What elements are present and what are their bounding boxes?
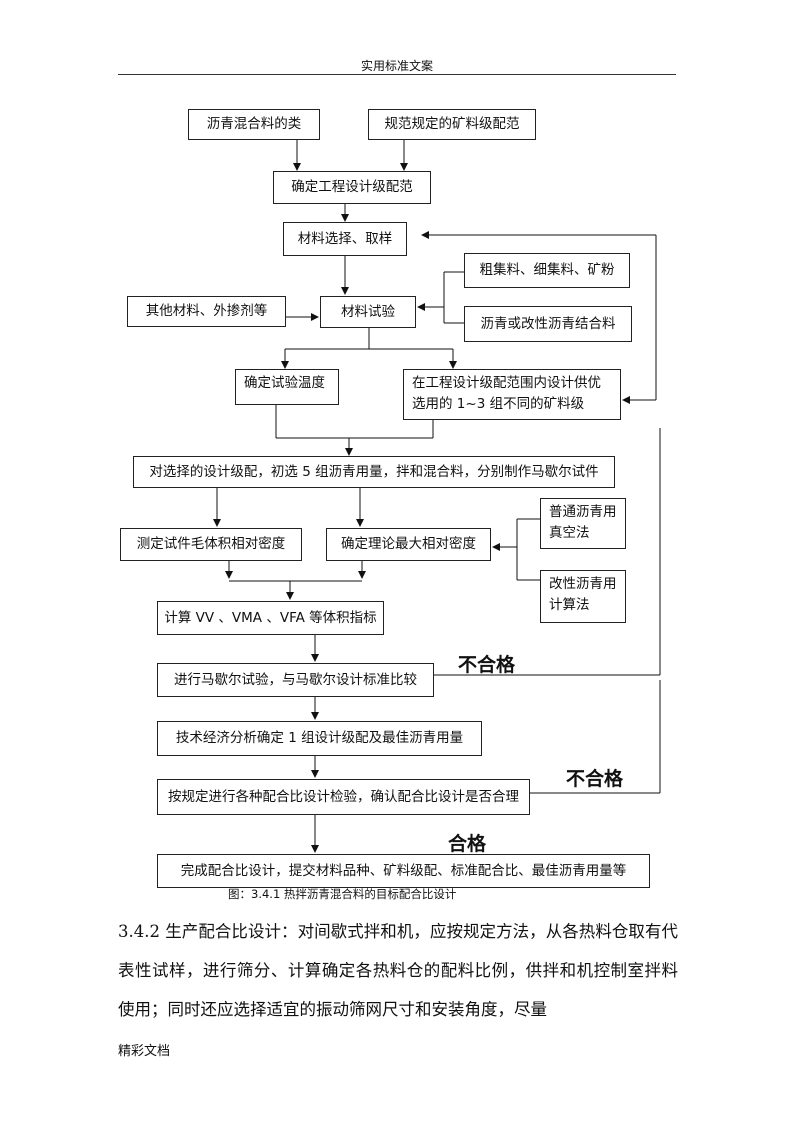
vacuum-method-box: 普通沥青用真空法	[540, 498, 626, 549]
binder-box: 沥青或改性沥青结合料	[464, 306, 632, 342]
verification-box: 按规定进行各种配合比设计检验，确认配合比设计是否合理	[157, 779, 530, 815]
spec-gradation-box: 规范规定的矿料级配范	[368, 109, 536, 140]
page-footer: 精彩文档	[118, 1044, 171, 1059]
gradation-options-box: 在工程设计级配范围内设计供优选用的 1~3 组不同的矿料级	[403, 369, 621, 420]
test-temperature-box: 确定试验温度	[235, 369, 339, 405]
figure-caption: 图：3.4.1 热拌沥青混合料的目标配合比设计	[228, 887, 457, 901]
mix-type-box: 沥青混合料的类	[188, 109, 320, 140]
other-materials-box: 其他材料、外掺剂等	[127, 296, 286, 327]
fail-label-verification: 不合格	[566, 768, 624, 790]
page-header: 实用标准文案	[360, 59, 433, 73]
volume-indices-box: 计算 VV 、VMA 、VFA 等体积指标	[157, 601, 384, 635]
design-complete-box: 完成配合比设计，提交材料品种、矿料级配、标准配合比、最佳沥青用量等	[157, 854, 650, 888]
marshall-specimen-prep-box: 对选择的设计级配，初选 5 组沥青用量，拌和混合料，分别制作马歇尔试件	[133, 456, 615, 488]
design-gradation-box: 确定工程设计级配范	[273, 171, 431, 204]
max-density-box: 确定理论最大相对密度	[326, 528, 491, 561]
bulk-density-box: 测定试件毛体积相对密度	[120, 528, 302, 561]
calculation-method-box: 改性沥青用计算法	[540, 570, 626, 623]
body-paragraph: 3.4.2 生产配合比设计：对间歇式拌和机，应按规定方法，从各热料仓取有代表性试…	[118, 922, 678, 1019]
coarse-fine-aggregate-box: 粗集料、细集料、矿粉	[464, 253, 630, 288]
material-select-box: 材料选择、取样	[283, 222, 407, 256]
material-test-box: 材料试验	[320, 296, 416, 328]
header-rule	[118, 74, 676, 75]
fail-label-marshall: 不合格	[458, 654, 516, 676]
economic-analysis-box: 技术经济分析确定 1 组设计级配及最佳沥青用量	[157, 721, 482, 756]
marshall-test-box: 进行马歇尔试验，与马歇尔设计标准比较	[157, 663, 434, 697]
pass-label: 合格	[448, 833, 487, 855]
